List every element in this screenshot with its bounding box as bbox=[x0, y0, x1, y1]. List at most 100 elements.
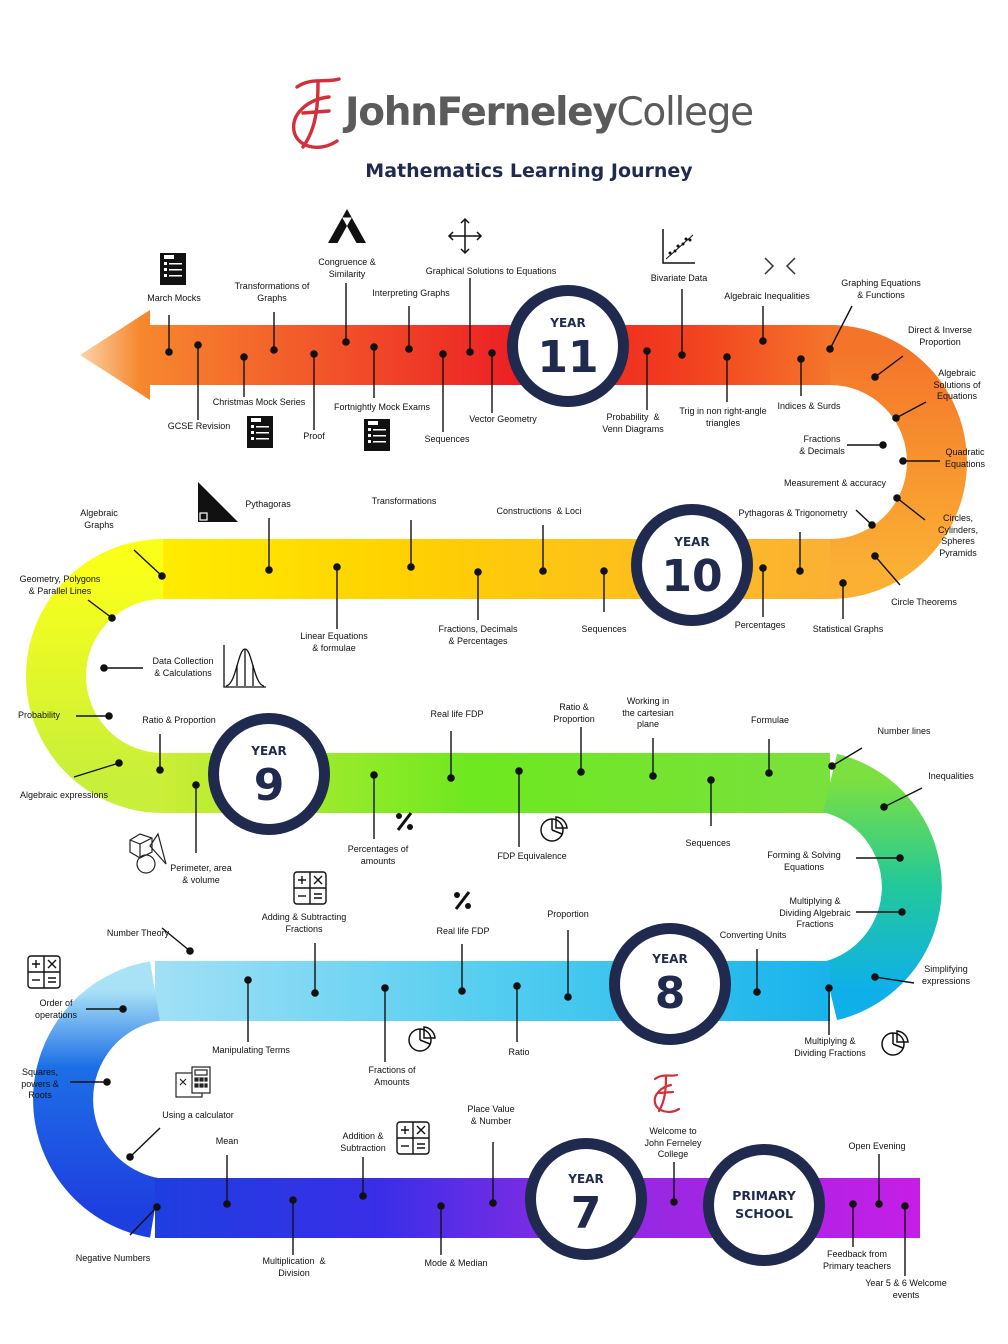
topic-marker-dot bbox=[240, 353, 248, 361]
topic-marker-dot bbox=[670, 1198, 678, 1206]
topic-marker-dot bbox=[649, 772, 657, 780]
svg-text:YEAR: YEAR bbox=[651, 952, 687, 966]
topic-marker-dot bbox=[899, 457, 907, 465]
topic-marker-dot bbox=[489, 1199, 497, 1207]
topic-label: Measurement & accuracy bbox=[783, 478, 887, 488]
topic-marker-dot bbox=[270, 346, 278, 354]
topic-label: Christmas Mock Series bbox=[212, 397, 306, 407]
topic-label: Ratio & Proportion bbox=[553, 702, 595, 724]
topic-label: Manipulating Terms bbox=[212, 1045, 290, 1055]
college-crest-logo bbox=[292, 77, 341, 150]
svg-text:PRIMARY: PRIMARY bbox=[732, 1188, 796, 1203]
topic-label: Pythagoras & Trigonometry bbox=[738, 508, 848, 518]
topic-label: Real life FDP bbox=[436, 926, 490, 936]
topic-marker-dot bbox=[158, 572, 166, 580]
topic-connector-line bbox=[129, 1206, 158, 1236]
topic-label: Inequalities bbox=[928, 771, 974, 781]
topic-label: Pythagoras bbox=[245, 499, 291, 509]
svg-text:8: 8 bbox=[655, 968, 686, 1019]
topic-connector-line bbox=[896, 497, 926, 521]
topic-label: Number Theory bbox=[106, 928, 170, 938]
topic-label: Bivariate Data bbox=[650, 273, 708, 283]
topic-connector-line bbox=[883, 787, 923, 808]
topic-marker-dot bbox=[828, 762, 836, 770]
topic-label: Direct & Inverse Proportion bbox=[907, 325, 973, 347]
topic-marker-dot bbox=[405, 345, 413, 353]
topic-marker-dot bbox=[310, 350, 318, 358]
year-9-roundel: YEAR 9 bbox=[208, 713, 330, 835]
topic-label: Algebraic Solutions of Equations bbox=[933, 368, 981, 401]
svg-text:YEAR: YEAR bbox=[549, 316, 585, 330]
page-title: Mathematics Learning Journey bbox=[365, 160, 693, 182]
topic-label: Multiplication & Division bbox=[262, 1256, 326, 1278]
topic-marker-dot bbox=[577, 768, 585, 776]
topic-label: Trig in non right-angle triangles bbox=[679, 406, 767, 428]
topic-label: Constructions & Loci bbox=[496, 506, 582, 516]
topic-label: Graphing Equations & Functions bbox=[841, 278, 921, 300]
college-name: JohnFerneleyCollege bbox=[345, 90, 754, 135]
topic-label: Circles, Cylinders, Spheres Pyramids bbox=[937, 513, 979, 558]
topic-marker-dot bbox=[223, 1200, 231, 1208]
topic-label: Feedback from Primary teachers bbox=[822, 1249, 892, 1271]
topic-marker-dot bbox=[100, 664, 108, 672]
topic-connector-line bbox=[874, 355, 904, 378]
topic-marker-dot bbox=[643, 347, 651, 355]
topic-marker-dot bbox=[539, 567, 547, 575]
topic-marker-dot bbox=[871, 552, 879, 560]
topic-marker-dot bbox=[126, 1153, 134, 1161]
topic-marker-dot bbox=[186, 947, 194, 955]
topic-marker-dot bbox=[194, 341, 202, 349]
test-paper-icon bbox=[160, 253, 186, 285]
topic-marker-dot bbox=[765, 769, 773, 777]
topic-marker-dot bbox=[165, 348, 173, 356]
topic-marker-dot bbox=[439, 350, 447, 358]
topic-label: Number lines bbox=[877, 726, 931, 736]
topic-label: Simplifying expressions bbox=[921, 964, 971, 986]
3d-shapes-icon bbox=[129, 832, 167, 874]
year-10-roundel: YEAR 10 bbox=[631, 504, 753, 626]
topic-connector-line bbox=[874, 976, 915, 984]
topic-connectors bbox=[70, 278, 940, 1276]
primary-school-roundel: PRIMARY SCHOOL bbox=[703, 1144, 825, 1266]
topic-marker-dot bbox=[901, 1202, 909, 1210]
topic-label: Probability bbox=[17, 710, 61, 720]
topic-label: Using a calculator bbox=[162, 1110, 234, 1120]
topic-label: Converting Units bbox=[719, 930, 787, 940]
axes-arrows-icon bbox=[447, 217, 483, 255]
topic-label: Sequences bbox=[685, 838, 731, 848]
topic-marker-dot bbox=[458, 987, 466, 995]
percent-icon bbox=[454, 891, 471, 910]
topic-marker-dot bbox=[849, 1200, 857, 1208]
topic-marker-dot bbox=[797, 355, 805, 363]
topic-marker-dot bbox=[381, 984, 389, 992]
svg-text:YEAR: YEAR bbox=[673, 535, 709, 549]
scatter-graph-icon bbox=[662, 229, 695, 264]
topic-connector-line bbox=[829, 305, 853, 350]
topic-connector-line bbox=[129, 1127, 161, 1158]
topic-label: Working in the cartesian plane bbox=[622, 696, 674, 729]
topic-label: Sequences bbox=[581, 624, 627, 634]
bell-curve-icon bbox=[223, 645, 266, 688]
topic-marker-dot bbox=[265, 566, 273, 574]
topic-label: Proof bbox=[303, 431, 325, 441]
topic-marker-dot bbox=[896, 854, 904, 862]
topic-label: Algebraic Inequalities bbox=[724, 291, 810, 301]
right-triangle-icon bbox=[198, 482, 238, 522]
topic-label: Real life FDP bbox=[430, 709, 484, 719]
topic-marker-dot bbox=[244, 976, 252, 984]
year-7-roundel: YEAR 7 bbox=[525, 1138, 647, 1260]
topic-marker-dot bbox=[707, 776, 715, 784]
topic-connector-line bbox=[161, 927, 191, 952]
topic-marker-dot bbox=[119, 1005, 127, 1013]
topic-marker-dot bbox=[359, 1192, 367, 1200]
topic-label: Fractions, Decimals & Percentages bbox=[438, 624, 518, 646]
topic-marker-dot bbox=[796, 567, 804, 575]
topic-label: Congruence & Similarity bbox=[318, 257, 376, 279]
topic-connector-line bbox=[831, 747, 863, 767]
pie-chart-icon bbox=[540, 816, 568, 842]
topic-label: Addition & Subtraction bbox=[340, 1131, 386, 1153]
topic-marker-dot bbox=[723, 353, 731, 361]
topic-marker-dot bbox=[759, 337, 767, 345]
topic-label: March Mocks bbox=[147, 293, 201, 303]
